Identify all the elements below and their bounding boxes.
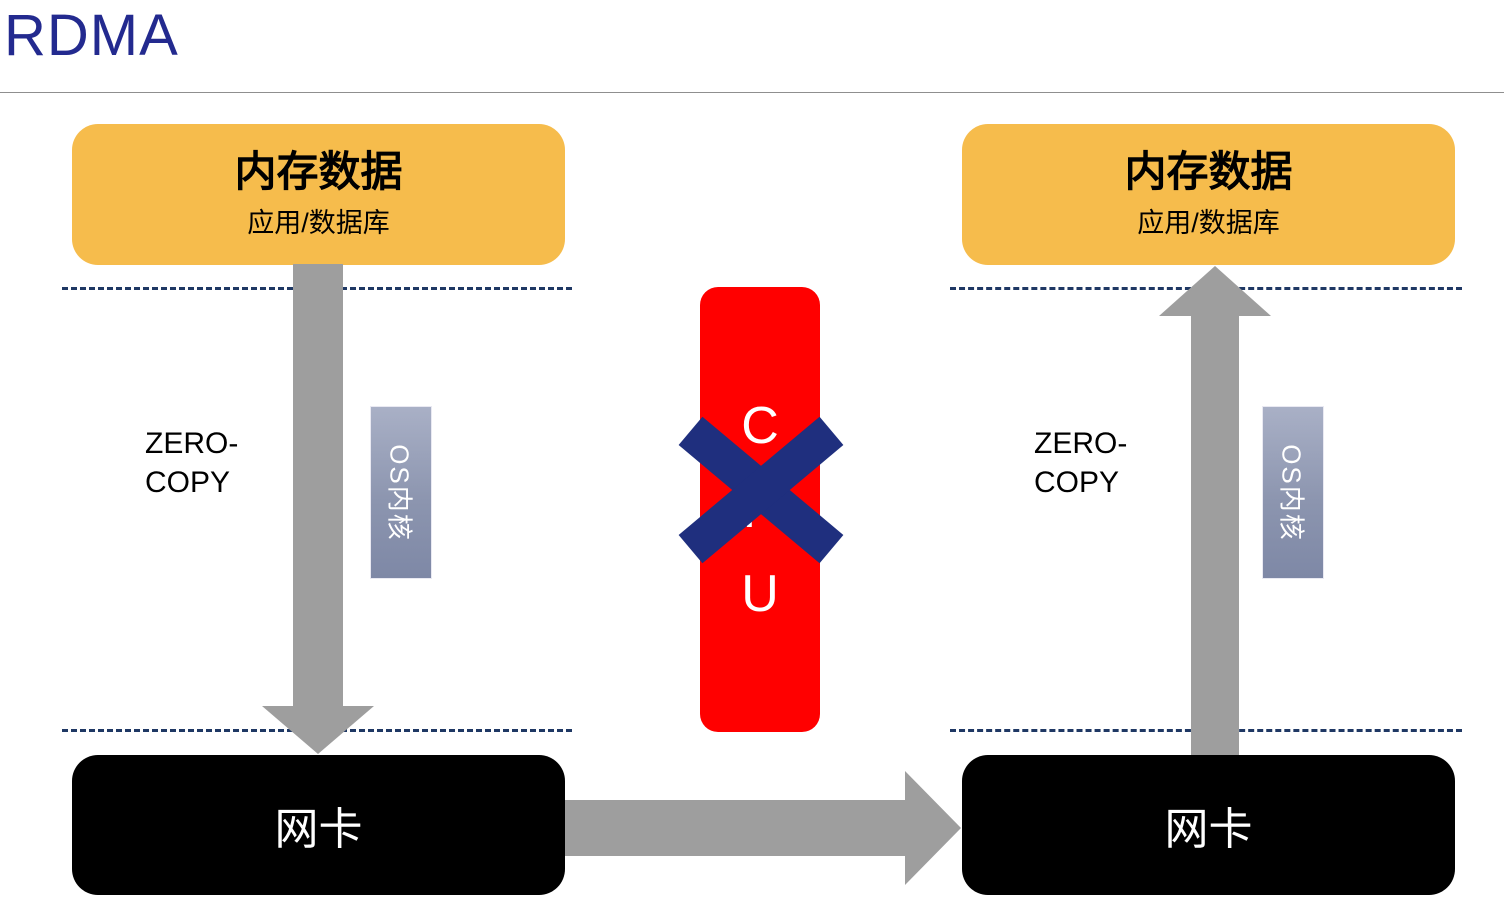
left-nic-box: 网卡 [72, 755, 565, 895]
right-up-arrow-head [1159, 266, 1271, 316]
left-os-kernel-box: OS内核 [370, 406, 432, 579]
left-down-arrow-shaft [293, 264, 343, 706]
left-nic-label: 网卡 [274, 805, 363, 854]
right-memory-box: 内存数据 应用/数据库 [962, 124, 1455, 265]
left-memory-subtitle: 应用/数据库 [247, 207, 390, 238]
right-nic-box: 网卡 [962, 755, 1455, 895]
right-zero-copy-label: ZERO- COPY [1034, 427, 1128, 499]
title-divider [0, 92, 1504, 93]
left-zero-copy-label: ZERO- COPY [145, 427, 239, 499]
nic-to-nic-arrow-shaft [565, 800, 907, 856]
cpu-letter-u: U [741, 564, 779, 623]
right-memory-title: 内存数据 [1124, 148, 1293, 196]
page-title: RDMA [4, 3, 179, 68]
left-memory-title: 内存数据 [234, 148, 403, 196]
right-memory-subtitle: 应用/数据库 [1137, 207, 1280, 238]
right-os-kernel-box: OS内核 [1262, 406, 1324, 579]
left-memory-box: 内存数据 应用/数据库 [72, 124, 565, 265]
cpu-letter-c: C [741, 396, 779, 455]
cpu-cross-out-x-icon [678, 416, 844, 564]
left-down-arrow-head [262, 706, 374, 754]
right-up-arrow-shaft [1191, 315, 1239, 757]
right-nic-label: 网卡 [1164, 805, 1253, 854]
nic-to-nic-arrow-head [905, 771, 961, 885]
left-os-kernel-label: OS内核 [384, 443, 415, 542]
right-os-kernel-label: OS内核 [1276, 443, 1307, 542]
